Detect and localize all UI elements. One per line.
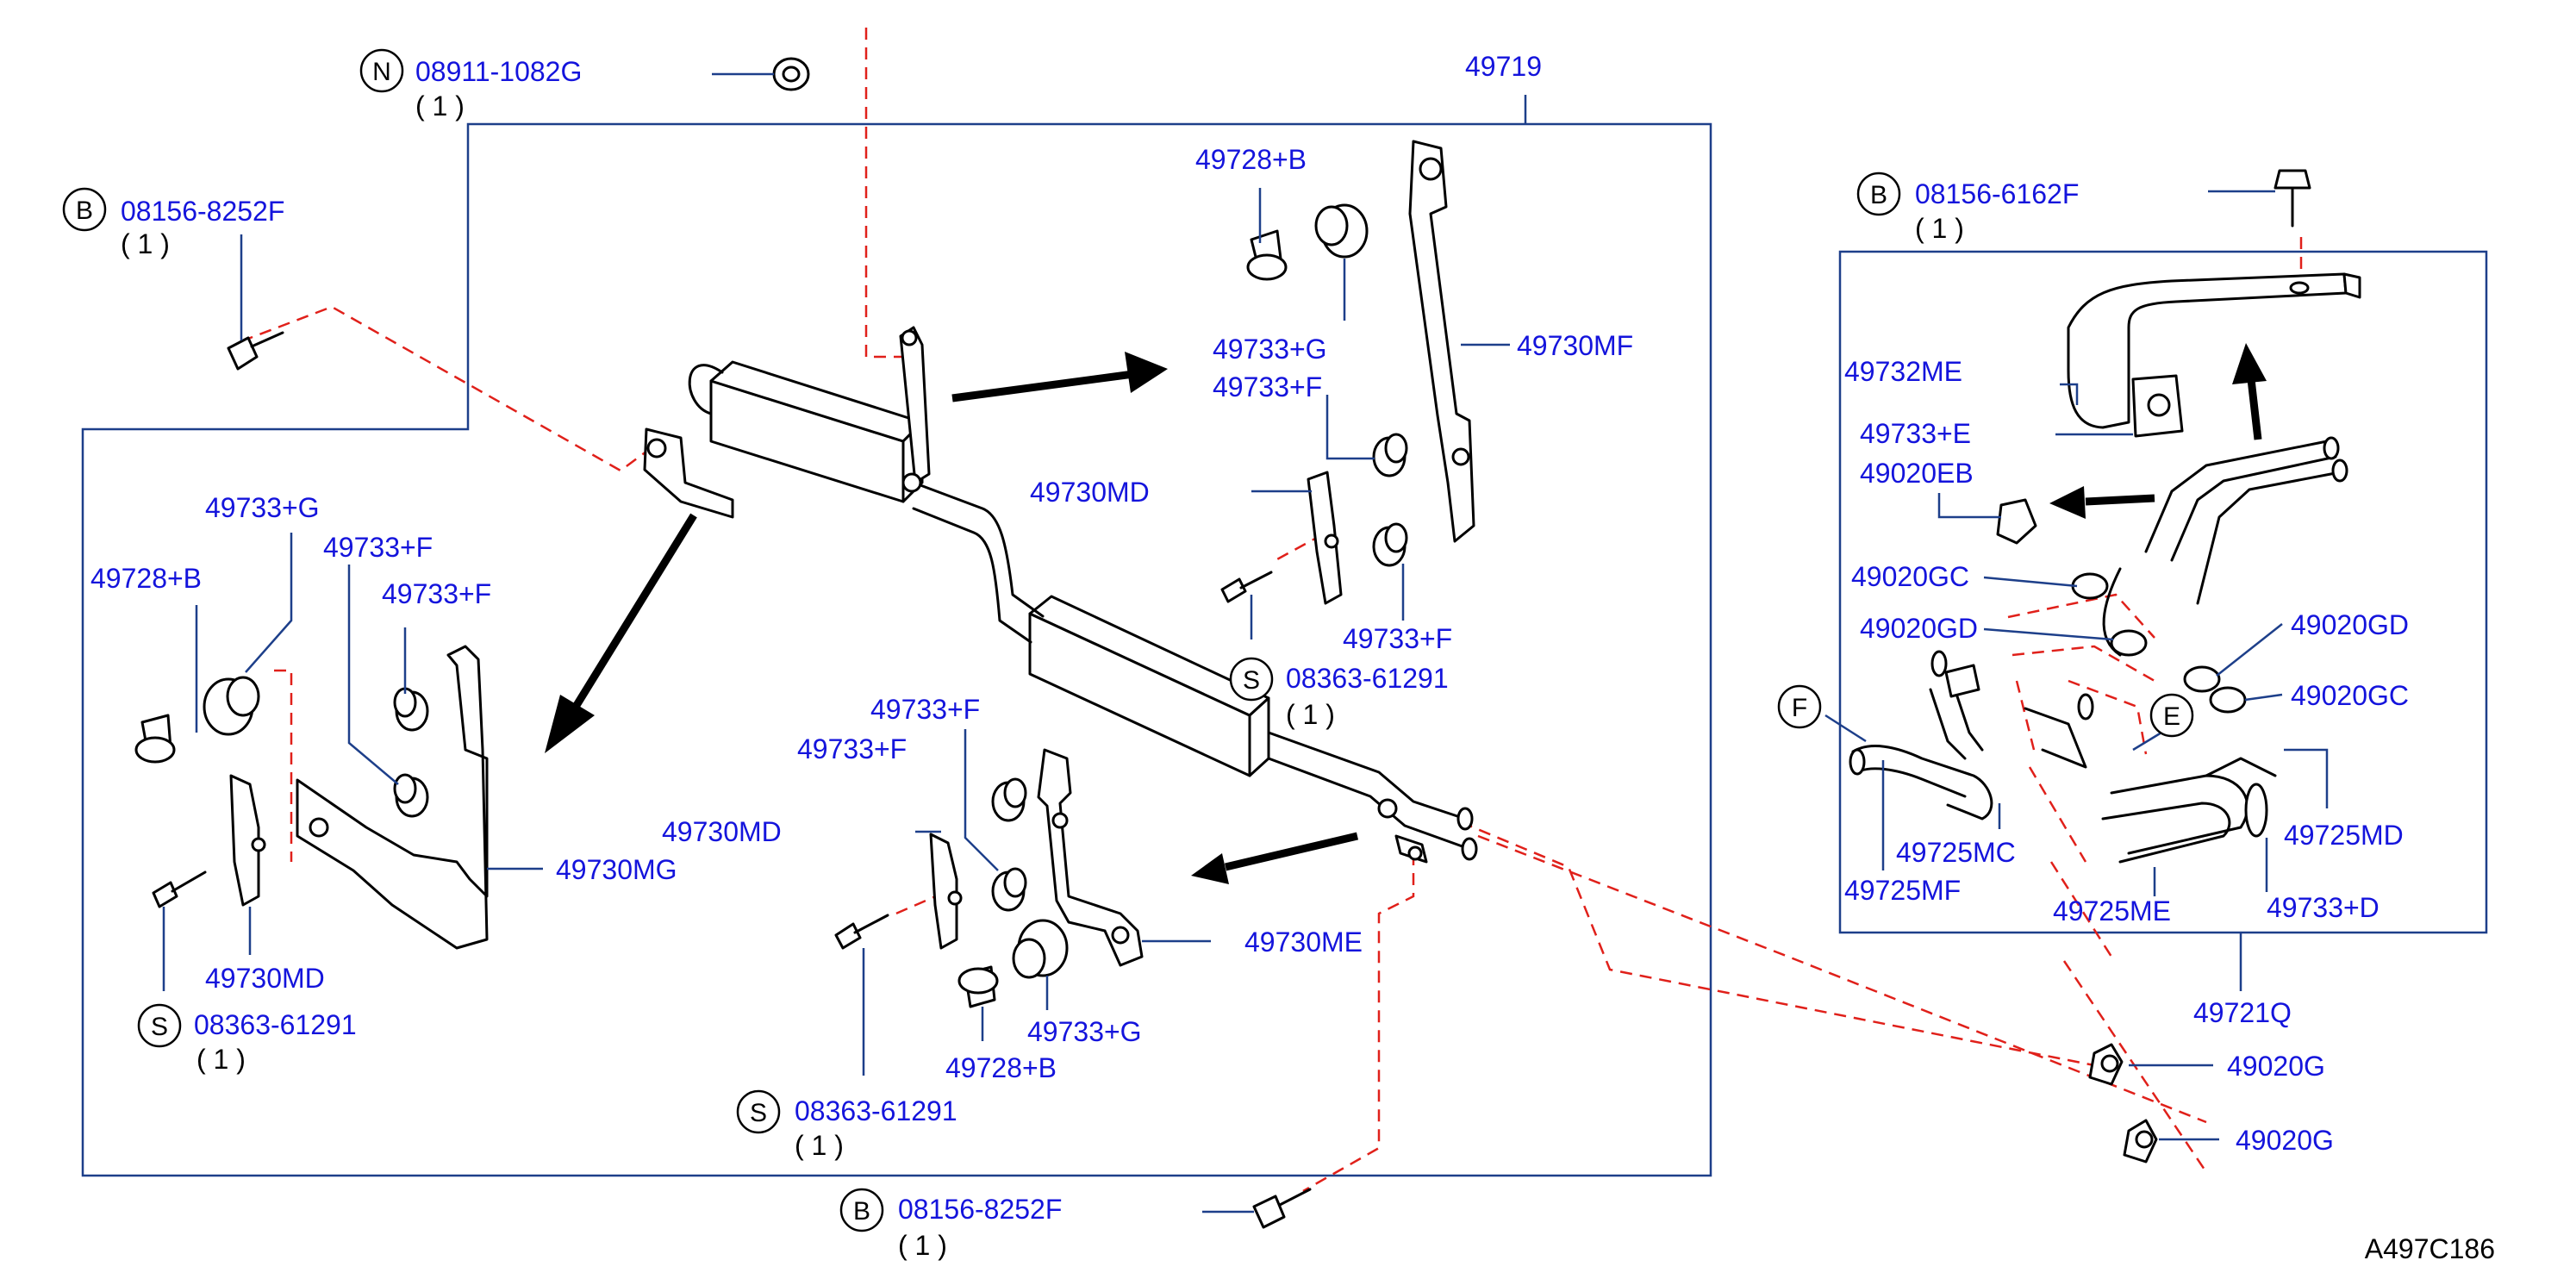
qty-s-left: ( 1 ) — [196, 1044, 246, 1075]
symbol-b-bot: B — [853, 1197, 870, 1226]
qty-b-top: ( 1 ) — [121, 228, 170, 259]
symbol-s-mid: S — [1243, 666, 1260, 695]
qty-b-right: ( 1 ) — [1915, 213, 1964, 244]
quantity-labels: ( 1 ) ( 1 ) ( 1 ) ( 1 ) ( 1 ) ( 1 ) ( 1 … — [121, 90, 1964, 1261]
qty-b-bot: ( 1 ) — [898, 1230, 947, 1261]
label-49721q: 49721Q — [2193, 997, 2292, 1028]
fasteners — [227, 57, 2311, 1229]
label-49020gc-2: 49020GC — [2291, 680, 2409, 711]
label-08363-61291-mid: 08363-61291 — [1286, 663, 1449, 694]
label-49020g-2: 49020G — [2236, 1125, 2334, 1156]
label-49733f-left2: 49733+F — [382, 578, 491, 609]
label-49020gd-2: 49020GD — [2291, 609, 2409, 640]
label-49728b-left: 49728+B — [90, 563, 202, 594]
label-08156-8252f-top: 08156-8252F — [121, 196, 284, 227]
label-49020g-1: 49020G — [2227, 1051, 2325, 1082]
label-49733g-top: 49733+G — [1213, 334, 1327, 365]
dashed-alignment-lines — [240, 28, 2303, 1193]
label-49730me: 49730ME — [1244, 926, 1363, 958]
symbol-f: F — [1792, 694, 1807, 722]
qty-s-bot: ( 1 ) — [795, 1130, 844, 1161]
label-49733g-left: 49733+G — [205, 492, 320, 523]
label-49733f-top: 49733+F — [1213, 371, 1322, 402]
leader-lines — [162, 72, 2329, 1213]
qty-n: ( 1 ) — [415, 90, 465, 122]
label-49733f-left1: 49733+F — [323, 532, 433, 563]
label-49728b-bot: 49728+B — [945, 1052, 1057, 1083]
label-49730mf: 49730MF — [1517, 330, 1633, 361]
symbol-b-right: B — [1870, 181, 1887, 209]
label-08363-61291-bot: 08363-61291 — [795, 1095, 957, 1126]
symbol-e: E — [2163, 702, 2180, 731]
qty-s-mid: ( 1 ) — [1286, 699, 1335, 730]
main-assembly-frame — [81, 122, 1712, 1177]
label-49732me: 49732ME — [1844, 356, 1962, 387]
label-49730md-left: 49730MD — [205, 963, 325, 994]
label-49733f-mid: 49733+F — [1343, 623, 1452, 654]
left-bracket-group — [134, 645, 489, 950]
label-08156-6162f: 08156-6162F — [1915, 178, 2079, 209]
symbol-b-top: B — [76, 197, 93, 225]
label-08363-61291-left: 08363-61291 — [194, 1009, 357, 1040]
label-49020eb: 49020EB — [1860, 458, 1974, 489]
label-49730md-bot: 49730MD — [662, 816, 782, 847]
diagram-reference-code: A497C186 — [2365, 1233, 2495, 1264]
upper-bracket-group — [1220, 140, 1475, 605]
label-08911-1082g: 08911-1082G — [415, 56, 582, 87]
label-49719: 49719 — [1465, 51, 1542, 82]
label-49733e: 49733+E — [1860, 418, 1971, 449]
label-49730md-top: 49730MD — [1030, 477, 1150, 508]
label-49725mc: 49725MC — [1896, 837, 2016, 868]
label-49020gc-1: 49020GC — [1851, 561, 1969, 592]
label-49020gd-1: 49020GD — [1860, 613, 1978, 644]
right-assembly-frame — [1838, 250, 2488, 934]
direction-arrows — [545, 343, 2267, 884]
lower-bracket-group — [834, 748, 1144, 1008]
label-49725me: 49725ME — [2053, 895, 2171, 926]
label-49733g-bot: 49733+G — [1027, 1016, 1142, 1047]
symbol-s-left: S — [151, 1013, 168, 1041]
label-49733d: 49733+D — [2267, 892, 2380, 923]
symbol-n: N — [372, 58, 391, 86]
hose-assembly — [1849, 272, 2361, 864]
label-49733f-bot1: 49733+F — [870, 694, 980, 725]
label-08156-8252f-bot: 08156-8252F — [898, 1194, 1062, 1225]
symbol-s-bot: S — [750, 1099, 767, 1127]
callout-symbols: N B S S S B B F E — [62, 48, 2194, 1232]
part-labels: 08911-1082G 08156-8252F 49719 49728+B 49… — [90, 51, 2409, 1225]
label-49730mg: 49730MG — [556, 854, 677, 885]
label-49733f-bot2: 49733+F — [797, 733, 907, 764]
label-49725mf: 49725MF — [1844, 875, 1961, 906]
label-49728b-top: 49728+B — [1195, 144, 1307, 175]
oil-cooler-assembly — [643, 326, 1478, 864]
label-49725md: 49725MD — [2284, 820, 2404, 851]
